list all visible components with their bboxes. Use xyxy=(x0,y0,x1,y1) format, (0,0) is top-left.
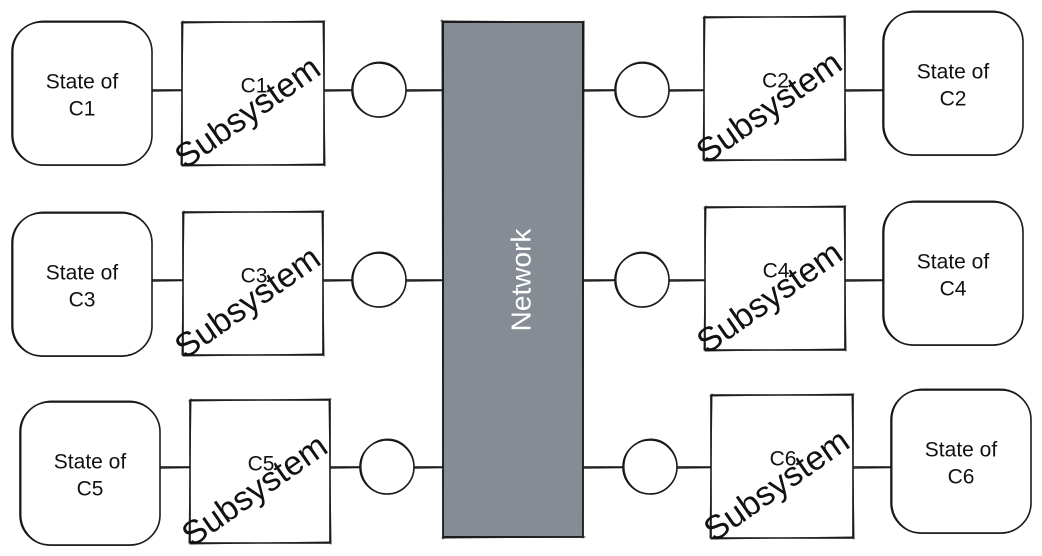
interface-node-c1[interactable] xyxy=(351,61,407,118)
network-bar[interactable] xyxy=(442,21,584,538)
state-node-c2[interactable]: State of C2 xyxy=(882,10,1024,156)
state-box-c5[interactable] xyxy=(19,401,161,546)
subsystem-box-c2[interactable] xyxy=(703,16,846,161)
subsystem-box-sketch-c3 xyxy=(181,210,325,357)
network-label: Network xyxy=(505,228,536,332)
state-label-line1-c3: State of xyxy=(46,262,119,285)
interface-circle-sketch-c6 xyxy=(623,438,678,495)
state-box-sketch-c5 xyxy=(20,400,161,546)
subsystem-box-c3[interactable] xyxy=(182,211,324,356)
state-node-c6[interactable]: State of C6 xyxy=(890,388,1032,534)
state-label-line2-c6: C6 xyxy=(948,466,975,489)
interface-circle-sketch-c5 xyxy=(360,438,415,495)
state-node-c5[interactable]: State of C5 xyxy=(19,400,161,546)
subsystem-id-c6: C6 xyxy=(770,448,797,471)
state-box-c3[interactable] xyxy=(11,212,153,357)
state-label-line1-c4: State of xyxy=(917,251,990,274)
state-label-line2-c3: C3 xyxy=(69,289,96,312)
state-label-line2-c2: C2 xyxy=(940,88,967,111)
connector-lines xyxy=(151,89,892,469)
subsystem-box-sketch-c5 xyxy=(188,398,332,545)
state-box-c1[interactable] xyxy=(11,21,153,166)
state-label-line1-c2: State of xyxy=(917,61,990,84)
state-label-line2-c4: C4 xyxy=(940,278,967,301)
interface-circle-sketch-c2 xyxy=(615,61,670,118)
state-box-sketch-c3 xyxy=(12,211,153,357)
interface-circle-sketch-c3 xyxy=(352,251,407,308)
state-node-c1[interactable]: State of C1 xyxy=(11,20,153,166)
state-label-line2-c1: C1 xyxy=(69,98,96,121)
state-box-sketch-c4 xyxy=(883,200,1024,346)
interface-circle-sketch-c1 xyxy=(352,61,407,118)
state-box-c2[interactable] xyxy=(882,11,1024,156)
state-node-c4[interactable]: State of C4 xyxy=(882,200,1024,346)
subsystem-id-c5: C5 xyxy=(248,453,275,476)
state-label-line1-c1: State of xyxy=(46,71,119,94)
state-label-line1-c5: State of xyxy=(54,451,127,474)
subsystem-id-c4: C4 xyxy=(763,260,790,283)
subsystem-box-c1[interactable] xyxy=(181,21,325,166)
state-box-c4[interactable] xyxy=(882,201,1024,346)
subsystem-id-c2: C2 xyxy=(762,70,789,93)
interface-node-c4[interactable] xyxy=(614,251,670,308)
subsystem-id-c3: C3 xyxy=(241,265,268,288)
state-label-line2-c5: C5 xyxy=(77,478,104,501)
state-box-sketch-c2 xyxy=(883,10,1024,156)
state-node-c3[interactable]: State of C3 xyxy=(11,211,153,357)
subsystem-box-sketch-c1 xyxy=(180,20,326,167)
subsystem-id-c1: C1 xyxy=(241,75,268,98)
state-box-sketch-c6 xyxy=(891,388,1032,534)
interface-node-c6[interactable] xyxy=(622,438,678,495)
interface-node-c5[interactable] xyxy=(359,438,415,495)
subsystem-box-sketch-c4 xyxy=(703,205,847,352)
interface-node-c2[interactable] xyxy=(614,61,670,118)
subsystem-box-sketch-c2 xyxy=(702,15,847,162)
interface-node-c3[interactable] xyxy=(351,251,407,308)
network-node[interactable]: Network xyxy=(440,19,586,540)
state-box-c6[interactable] xyxy=(890,389,1032,534)
subsystem-box-sketch-c6 xyxy=(709,393,855,540)
state-label-line1-c6: State of xyxy=(925,439,998,462)
state-box-sketch-c1 xyxy=(12,20,153,166)
network-outline-sketch xyxy=(440,19,586,540)
interface-circle-sketch-c4 xyxy=(615,251,670,308)
